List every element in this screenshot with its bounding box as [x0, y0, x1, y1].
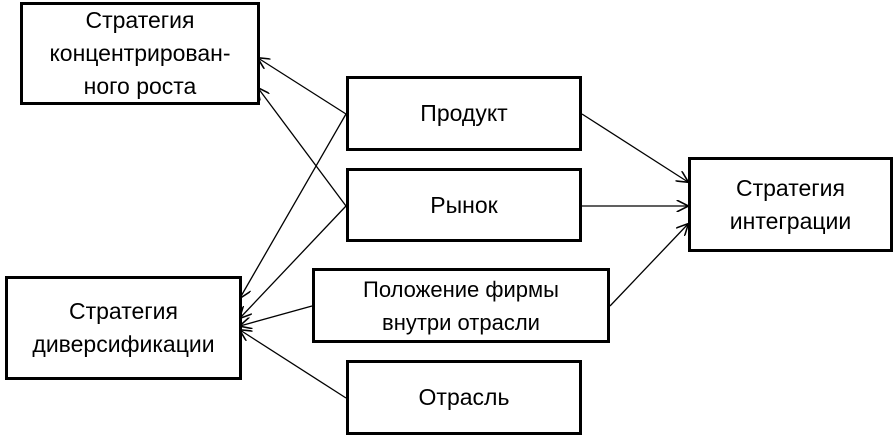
node-diversification-strategy: Стратегия диверсификации: [5, 276, 242, 380]
arrow-pol-to-int: [609, 224, 688, 307]
node-label: Продукт: [420, 100, 508, 126]
node-label: Стратегия диверсификации: [32, 298, 215, 357]
arrow-prod-to-conc: [258, 58, 347, 115]
arrow-pol-to-div: [240, 305, 313, 326]
node-label: Рынок: [430, 191, 498, 218]
arrow-prod-to-div: [240, 113, 347, 298]
node-integration-strategy: Стратегия интеграции: [688, 157, 893, 252]
arrow-prod-to-int: [581, 113, 688, 182]
node-market: Рынок: [346, 168, 582, 242]
node-label: Стратегия интеграции: [729, 174, 852, 234]
node-concentrated-growth-strategy: Стратегия концентрирован- ного роста: [20, 2, 260, 105]
arrow-ryn-to-conc: [258, 88, 347, 207]
node-label: Стратегия концентрирован- ного роста: [49, 7, 231, 99]
node-label: Отрасль: [418, 384, 510, 410]
node-label: Положение фирмы внутри отрасли: [363, 276, 559, 335]
arrow-otr-to-div: [240, 330, 347, 399]
node-firm-position: Положение фирмы внутри отрасли: [312, 268, 610, 343]
node-product: Продукт: [346, 76, 582, 151]
node-industry: Отрасль: [346, 360, 582, 435]
arrow-ryn-to-div: [240, 205, 347, 318]
